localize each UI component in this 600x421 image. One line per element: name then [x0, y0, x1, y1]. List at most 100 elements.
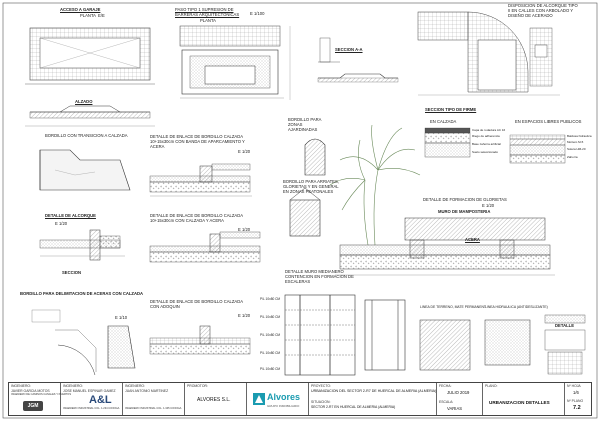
firme-right-1: Baldosa hidraulica — [567, 134, 592, 138]
garage-access-title: ACCESO A GARAJE — [60, 7, 101, 12]
tree-pit-section-detail — [39, 229, 125, 261]
project-name: URBANIZACION DEL SECTOR 2-R7 DE HUERCAL … — [311, 389, 437, 393]
sidewalk-delimitation-detail — [31, 309, 136, 376]
firme-layer-1: Capa de rodadura AC 16 — [472, 128, 506, 132]
roundabout-title: DETALLE DE FORMACION DE GLORIETAS — [423, 197, 507, 202]
engineer-2-name: JOSE MANUEL ESPINAR GAMEZ — [63, 389, 116, 393]
stair-wall-section — [284, 294, 406, 376]
parking-curb-detail — [149, 163, 252, 197]
promoter-cell: PROMOTOR: ALVORES S.L. — [185, 383, 247, 415]
project-label: PROYECTO: — [311, 384, 331, 388]
engineer-2-cell: INGENIERO: JOSE MANUEL ESPINAR GAMEZ ING… — [61, 383, 123, 415]
title-block: INGENIERO: JAVIER GARCIA MOTOS INGENIERO… — [8, 382, 592, 416]
road-sidewalk-curb-title: DETALLE DE ENLACE DE BORDILLO CALZADA 10… — [150, 213, 243, 223]
garden-curb-label: BORDILLO PARA ZONAS AJARDINADAS — [288, 117, 322, 132]
date-scale-cell: FECHA: JULIO 2019 ESCALA: VARIAS — [437, 383, 483, 415]
barrier-crossing-detail — [179, 25, 291, 100]
plan-number-label: Nº PLANO — [567, 399, 584, 403]
parking-curb-title: DETALLE DE ENLACE DE BORDILLO CALZADA 10… — [150, 134, 245, 149]
pavement-section-title: SECCION TIPO DE FIRME — [425, 107, 477, 112]
firme-right-2: Mortero M-5 — [567, 140, 584, 144]
barrier-title: PASO TIPO 1 SUPRESION DE BARRERAS ARQUIT… — [175, 7, 240, 17]
paving-stone-curb-title: DETALLE DE ENLACE DE BORDILLO CALZADA CO… — [150, 299, 243, 309]
engineer-1-label: INGENIERO: — [11, 384, 31, 388]
tree-pit-detail-title: DETALLE DE ALCORQUE — [45, 213, 96, 218]
section-label: SECCION — [62, 270, 82, 275]
roundabout-wall-detail — [335, 217, 555, 276]
alvores-logo-text: Alvores — [267, 392, 301, 402]
palm-tree-illustration — [329, 124, 421, 246]
location-label: SITUACION: — [311, 400, 331, 404]
sheet-value: 1/6 — [573, 390, 579, 395]
terrain-line-label: LINEA DE TERRENO, MATE PERMANENT — [420, 305, 487, 309]
al-logo: A&L — [89, 394, 112, 406]
firme-layer-3: Base zahorra artificial — [472, 142, 501, 146]
pil-label-3: P/L 10x80 CM — [260, 333, 281, 337]
garden-curb-detail-label: BORDILLO PARA ARRIATES, GLORIETAS Y EN G… — [283, 179, 339, 194]
sidewalk-label: ACERA — [465, 237, 480, 242]
pavement-section-detail — [424, 127, 566, 164]
alzado-label: ALZADO — [75, 99, 93, 104]
plan-title-cell: PLANO: URBANIZACION DETALLES — [483, 383, 565, 415]
promoter-name: ALVORES S.L. — [197, 397, 231, 403]
jgm-logo: JGM — [23, 401, 43, 411]
firme-layer-4: Suelo seleccionado — [472, 150, 499, 154]
paving-stone-curb-scale: E 1/20 — [238, 313, 251, 318]
alvores-logo-subtext: GRUPO INMOBILIARIO — [267, 404, 300, 408]
road-sidewalk-curb-scale: E 1/20 — [238, 227, 251, 232]
sheet-label: Nº HOJA — [567, 384, 581, 388]
garage-access-detail — [25, 27, 155, 127]
paving-stone-curb-detail — [149, 325, 251, 355]
sidewalk-delimitation-title: BORDILLO PARA DELIMITACION DE ACERAS CON… — [20, 291, 144, 296]
road-sidewalk-curb-detail — [149, 231, 261, 263]
garage-plan-scale: E/E — [98, 13, 105, 18]
curb-transition-detail — [39, 149, 131, 191]
pil-label-1: P/L 10x80 CM — [260, 297, 281, 301]
alvores-logo-icon — [253, 393, 265, 405]
plan-label: PLANO: — [485, 384, 498, 388]
tree-pit-layout-detail — [417, 11, 560, 96]
engineer-1-cell: INGENIERO: JAVIER GARCIA MOTOS INGENIERO… — [9, 383, 71, 415]
engineer-3-label: INGENIERO: — [125, 384, 145, 388]
firme-right-3: Solera HM-20 — [567, 147, 586, 151]
tactile-paving-detail — [419, 314, 586, 375]
masonry-wall-label: MURO DE MAMPOSTERIA — [438, 209, 491, 214]
sheet-number-cell: Nº HOJA 1/6 Nº PLANO 7.2 — [565, 383, 591, 415]
promoter-label: PROMOTOR: — [187, 384, 208, 388]
tree-pit-detail-scale: E 1/20 — [55, 221, 68, 226]
garage-plan-label: PLANTA — [80, 13, 96, 18]
section-aa-label: SECCION A-A — [335, 47, 363, 52]
engineer-1-role: INGENIERO DE CAMINOS CANALES Y PUERTOS — [11, 393, 72, 396]
plan-number-value: 7.2 — [573, 405, 581, 411]
barrier-plan-label: PLANTA — [200, 18, 216, 23]
plan-title: URBANIZACION DETALLES — [489, 400, 550, 405]
public-space-pavement-label: EN ESPACIOS LIBRES PUBLICOS — [515, 119, 582, 124]
scale-value: VARIAS — [447, 406, 463, 411]
tree-pit-layout-title: DISPOSICION DE ALCORQUE TIPO II EN CALLE… — [508, 3, 578, 18]
road-pavement-label: EN CALZADA — [430, 119, 457, 124]
engineer-1-name: JAVIER GARCIA MOTOS — [11, 389, 50, 393]
scale-label: ESCALA: — [439, 400, 454, 404]
sidewalk-delimitation-scale: E 1/10 — [115, 315, 128, 320]
pil-label-5: P/L 10x80 CM — [260, 367, 281, 371]
section-aa-detail — [317, 37, 399, 83]
stair-wall-title: DETALLE MURO MEDIANERO CONTENCION EN FOR… — [285, 269, 354, 284]
engineer-3-cell: INGENIERO: JUAN ANTONIO MARTINEZ A&L ING… — [89, 383, 185, 415]
parking-curb-scale: E 1/20 — [238, 149, 251, 154]
date-value: JULIO 2019 — [447, 390, 470, 395]
location-value: SECTOR 2-R7 EN HUERCAL DE ALMERIA (ALMER… — [311, 405, 396, 409]
project-cell: PROYECTO: URBANIZACION DEL SECTOR 2-R7 D… — [309, 383, 437, 415]
firme-layer-2: Riego de adherencia — [472, 134, 500, 138]
barrier-scale: E 1/100 — [250, 11, 265, 16]
pil-label-2: P/L 10x80 CM — [260, 315, 281, 319]
pil-label-4: P/L 10x80 CM — [260, 351, 281, 355]
hydraulic-line-label: LINEA HIDRAULICA (ANTIDESLIZANTE) — [485, 305, 548, 309]
firme-right-4: Zahorra — [567, 155, 578, 159]
engineer-3-role: INGENIERO INDUSTRIAL COL. 1.345 COIIOGA — [125, 407, 182, 410]
engineer-3-name: JUAN ANTONIO MARTINEZ — [125, 389, 169, 393]
detail-label: DETALLE — [555, 323, 574, 328]
engineer-2-role: INGENIERO INDUSTRIAL COL. 1.234 COIIOGA — [63, 407, 120, 410]
alvores-logo-cell: Alvores GRUPO INMOBILIARIO — [247, 383, 309, 415]
